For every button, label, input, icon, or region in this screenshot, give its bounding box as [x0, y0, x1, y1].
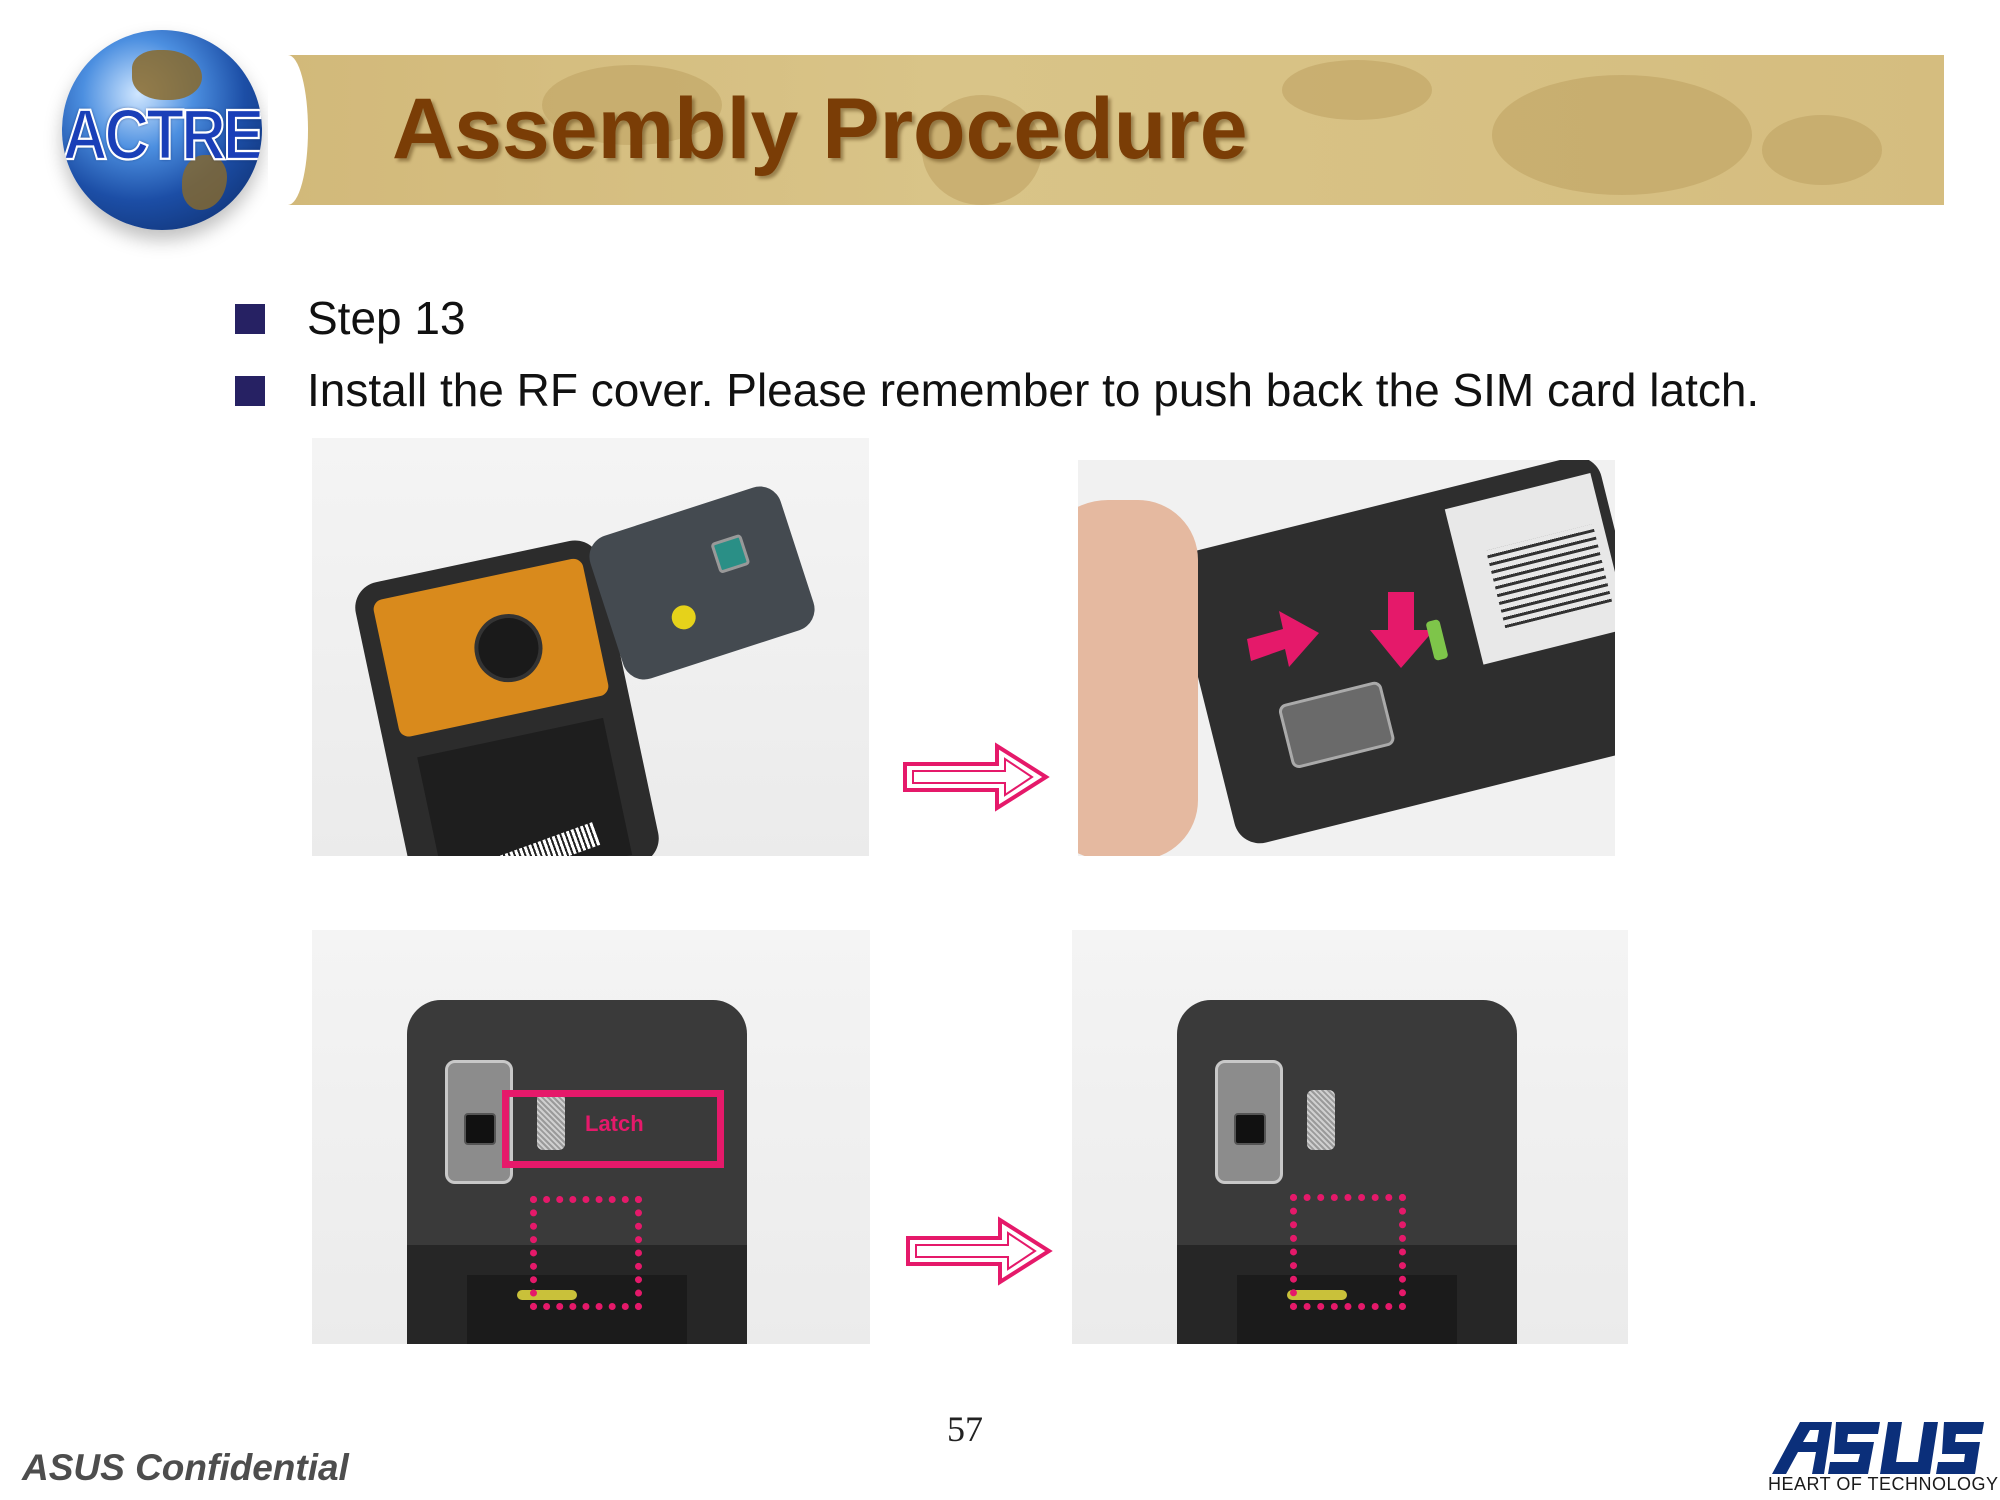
phone-back-cover [1177, 1000, 1517, 1344]
asus-logo [1772, 1422, 1984, 1474]
photo-latch-closed [1072, 930, 1628, 1344]
title-banner [282, 55, 1944, 205]
banner-map-shape [1762, 115, 1882, 185]
camera-module [445, 1060, 513, 1184]
camera-ring [468, 607, 549, 689]
latch-highlight-box: Latch [502, 1090, 724, 1168]
latch-area-dotted-box [530, 1196, 642, 1310]
lens-window [710, 533, 751, 574]
asus-tagline: HEART OF TECHNOLOGY [1768, 1474, 1999, 1494]
banner-map-shape [1282, 60, 1432, 120]
right-arrow-icon [903, 742, 1050, 812]
banner-map-shape [542, 65, 722, 145]
push-arrow-icon [1370, 592, 1434, 668]
orange-flex-board [371, 556, 611, 739]
page-title: Assembly Procedure [392, 81, 1248, 177]
contact-pins [517, 1290, 577, 1300]
actre-logo: ACTRE [62, 30, 262, 230]
push-arrow-icon [1247, 611, 1319, 667]
right-arrow-icon [906, 1216, 1053, 1286]
camera-module [1277, 680, 1397, 770]
battery-area [1177, 1245, 1517, 1344]
bullet-list: Step 13 Install the RF cover. Please rem… [235, 290, 1975, 434]
rf-cover-part [583, 480, 821, 686]
photo-open-phone-and-rf-cover [312, 438, 869, 856]
camera-lens [464, 1113, 496, 1145]
bullet-step: Step 13 [235, 290, 1975, 362]
photo-installing-rf-cover [1078, 460, 1615, 856]
camera-module [1215, 1060, 1283, 1184]
confidential-notice: ASUS Confidential [22, 1447, 349, 1488]
banner-map-shape [1492, 75, 1752, 195]
banner-curve [268, 55, 308, 205]
latch-label: Latch [585, 1111, 644, 1136]
camera-lens [1234, 1113, 1266, 1145]
page-number: 57 [947, 1409, 983, 1449]
bullet-text: Step 13 [307, 292, 466, 344]
yellow-marker [668, 602, 699, 633]
contact-pins [1287, 1290, 1347, 1300]
square-bullet-icon [235, 376, 265, 406]
battery-compartment [417, 717, 633, 856]
hand [1078, 500, 1198, 856]
actre-logo-text: ACTRE [62, 95, 262, 177]
photo-latch-open: Latch [312, 930, 870, 1344]
speaker-grille [1307, 1090, 1335, 1150]
bullet-instruction: Install the RF cover. Please remember to… [235, 362, 1975, 434]
latch-area-dotted-box [1290, 1194, 1406, 1310]
square-bullet-icon [235, 304, 265, 334]
speaker-grille [537, 1090, 565, 1150]
globe-landmass [132, 50, 202, 100]
banner-map-shape [922, 95, 1042, 205]
bullet-text: Install the RF cover. Please remember to… [307, 364, 1760, 416]
